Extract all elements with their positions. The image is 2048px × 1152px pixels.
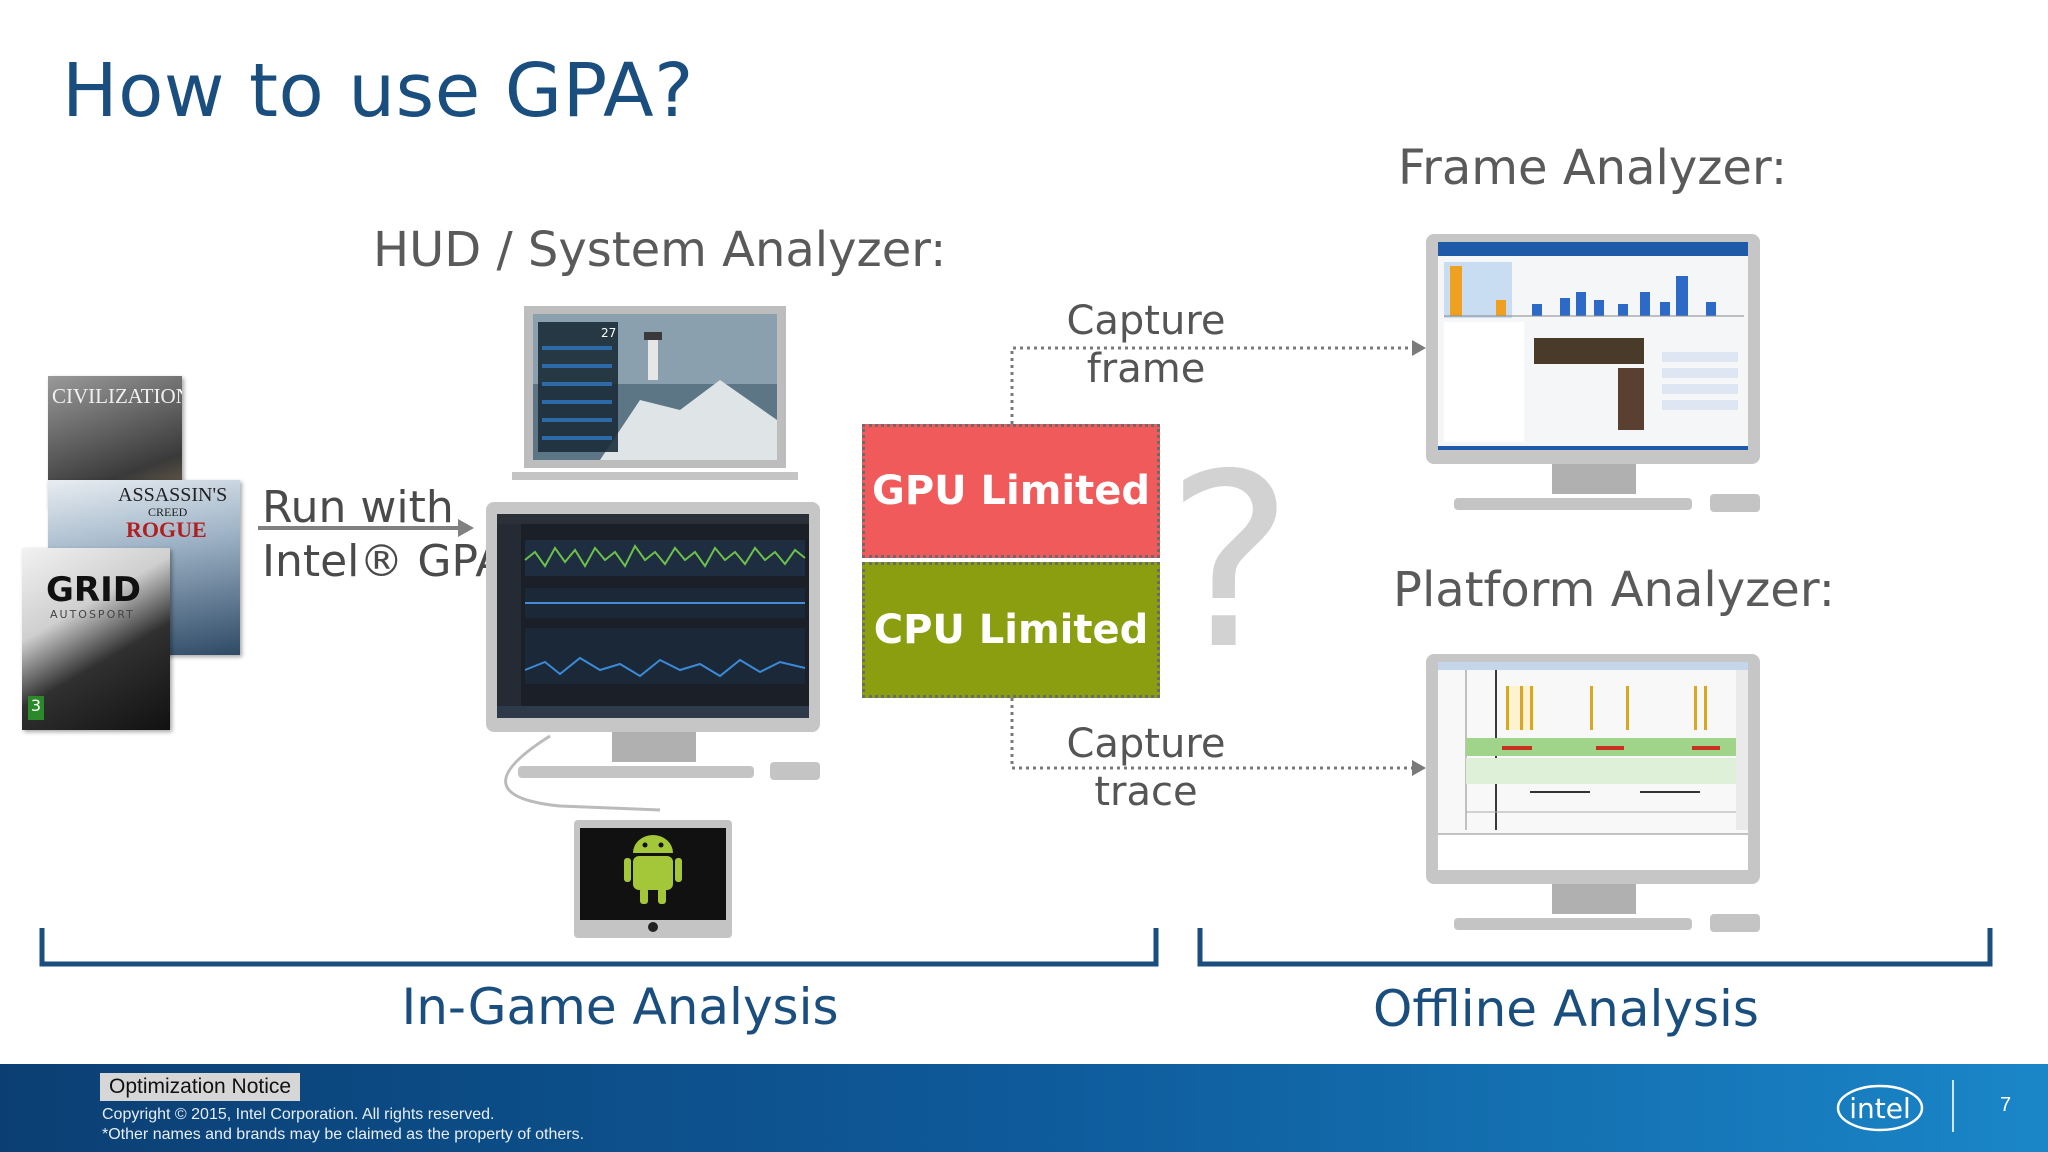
frame-analyzer-label: Frame Analyzer: bbox=[1398, 140, 1788, 196]
copyright-text: Copyright © 2015, Intel Corporation. All… bbox=[102, 1106, 495, 1123]
page-number: 7 bbox=[2000, 1094, 2012, 1116]
capture-frame-label-line1: Capture bbox=[1066, 298, 1226, 344]
footer-divider bbox=[1952, 1080, 1954, 1132]
assassins-creed-title-line3: ROGUE bbox=[126, 517, 207, 542]
cpu-limited-label: CPU Limited bbox=[873, 607, 1149, 653]
capture-trace-connector bbox=[1010, 698, 1426, 776]
android-tablet bbox=[574, 820, 732, 938]
platform-analyzer-monitor bbox=[1426, 654, 1760, 932]
intel-logo: intel bbox=[1836, 1084, 1924, 1132]
run-with-label-line2: Intel® GPA bbox=[262, 536, 506, 587]
in-game-analysis-label: In-Game Analysis bbox=[401, 978, 839, 1036]
grid-cover-title: GRID bbox=[46, 570, 141, 610]
cpu-limited-box: CPU Limited bbox=[862, 562, 1160, 698]
capture-frame-label-line2: frame bbox=[1086, 346, 1206, 392]
trademark-text: *Other names and brands may be claimed a… bbox=[102, 1126, 585, 1143]
grid-autosport-cover: GRID AUTOSPORT 3 bbox=[22, 548, 170, 730]
page-title: How to use GPA? bbox=[62, 48, 694, 134]
civilization-cover-title: CIVILIZATION bbox=[52, 384, 182, 408]
run-with-arrow bbox=[258, 519, 474, 537]
gpu-limited-label: GPU Limited bbox=[871, 468, 1151, 514]
system-analyzer-monitor bbox=[486, 502, 820, 780]
capture-trace-label-line1: Capture bbox=[1066, 721, 1226, 767]
optimization-notice-link[interactable]: Optimization Notice bbox=[100, 1073, 301, 1101]
assassins-creed-title-line1: ASSASSIN'S bbox=[118, 484, 228, 506]
gpu-limited-box: GPU Limited bbox=[862, 424, 1160, 558]
frame-analyzer-monitor bbox=[1426, 234, 1760, 512]
capture-frame-connector bbox=[1010, 340, 1426, 424]
footer-bar bbox=[0, 1064, 2048, 1152]
in-game-bracket bbox=[39, 928, 1159, 967]
question-mark: ? bbox=[1166, 422, 1294, 702]
assassins-creed-title-line2: CREED bbox=[148, 505, 188, 519]
usb-cable bbox=[504, 734, 661, 812]
grid-cover-subtitle: AUTOSPORT bbox=[50, 608, 135, 621]
hud-laptop bbox=[512, 306, 798, 480]
intel-logo-text: intel bbox=[1849, 1092, 1911, 1125]
offline-analysis-label: Offline Analysis bbox=[1373, 980, 1759, 1038]
offline-bracket bbox=[1197, 928, 1993, 967]
hud-fps-value: 27 bbox=[601, 326, 616, 340]
pegi-rating-badge: 3 bbox=[28, 696, 44, 720]
capture-trace-label-line2: trace bbox=[1094, 769, 1198, 815]
hud-system-analyzer-label: HUD / System Analyzer: bbox=[373, 222, 947, 278]
platform-analyzer-label: Platform Analyzer: bbox=[1393, 562, 1835, 618]
run-with-label-line1: Run with bbox=[262, 482, 454, 533]
